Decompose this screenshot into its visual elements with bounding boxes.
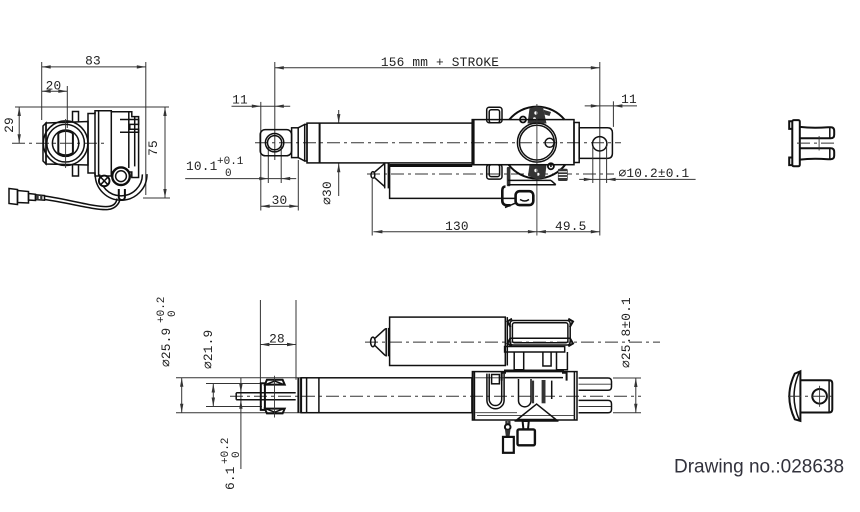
svg-text:11: 11: [232, 92, 248, 107]
svg-text:+0.1: +0.1: [217, 156, 244, 168]
svg-text:29: 29: [2, 117, 17, 133]
svg-text:⌀30: ⌀30: [320, 181, 335, 205]
svg-text:30: 30: [272, 193, 288, 208]
svg-text:83: 83: [85, 54, 101, 69]
svg-text:10.1: 10.1: [186, 159, 218, 174]
svg-text:+0.2: +0.2: [220, 438, 232, 464]
svg-text:156 mm + STROKE: 156 mm + STROKE: [381, 55, 499, 70]
svg-text:49.5: 49.5: [555, 219, 587, 234]
svg-text:⌀25.8±0.1: ⌀25.8±0.1: [619, 297, 634, 368]
svg-text:0: 0: [167, 310, 179, 317]
svg-text:0: 0: [225, 168, 232, 180]
svg-text:⌀10.2±0.1: ⌀10.2±0.1: [619, 166, 690, 181]
svg-text:75: 75: [146, 140, 161, 156]
svg-text:0: 0: [231, 451, 243, 458]
svg-text:Drawing no.:028638: Drawing no.:028638: [674, 457, 844, 478]
svg-text:11: 11: [621, 92, 637, 107]
svg-text:⌀25.9: ⌀25.9: [159, 328, 174, 367]
svg-text:6.1: 6.1: [223, 466, 238, 490]
svg-text:130: 130: [445, 219, 469, 234]
svg-text:+0.2: +0.2: [156, 297, 168, 323]
svg-text:⌀21.9: ⌀21.9: [201, 330, 216, 369]
svg-text:20: 20: [46, 78, 62, 93]
svg-text:28: 28: [269, 331, 285, 346]
